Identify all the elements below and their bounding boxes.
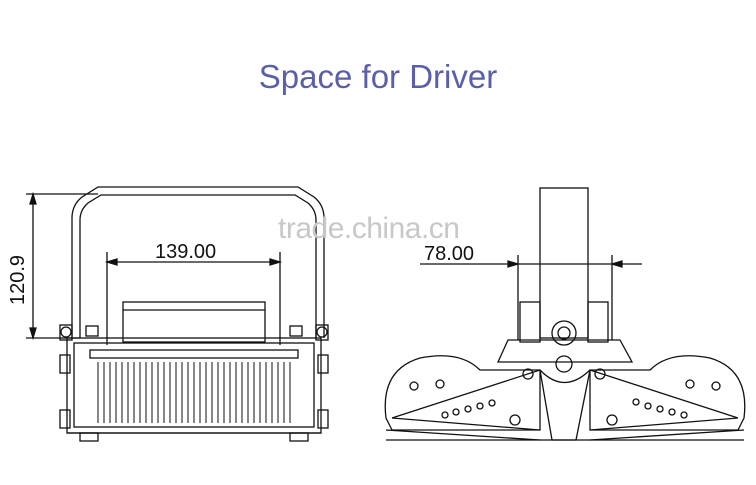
diagram-title: Space for Driver (258, 58, 498, 95)
pivot-bolt (551, 320, 577, 346)
center-frame (539, 369, 591, 441)
right-lamp-module (589, 355, 746, 441)
width-dimension-label: 139.00 (155, 241, 216, 263)
driver-box (122, 301, 266, 343)
front-bolts (60, 325, 328, 338)
left-lamp-module (384, 355, 541, 441)
side-view: 78.00 (384, 187, 746, 441)
housing (59, 324, 329, 442)
side-width-dimension-label: 78.00 (424, 243, 474, 265)
front-view: 120.9 139.00 (7, 186, 329, 442)
mounting-bracket (71, 186, 325, 338)
width-dimension-line (104, 252, 283, 345)
height-dimension-label: 120.9 (7, 255, 29, 305)
mounting-pole (539, 187, 589, 339)
watermark-text: trade.china.cn (278, 212, 460, 245)
heatsink-fins (97, 362, 291, 423)
side-width-dimension-line (420, 255, 642, 340)
hub-plate (496, 339, 634, 363)
height-dimension-line (26, 191, 98, 341)
